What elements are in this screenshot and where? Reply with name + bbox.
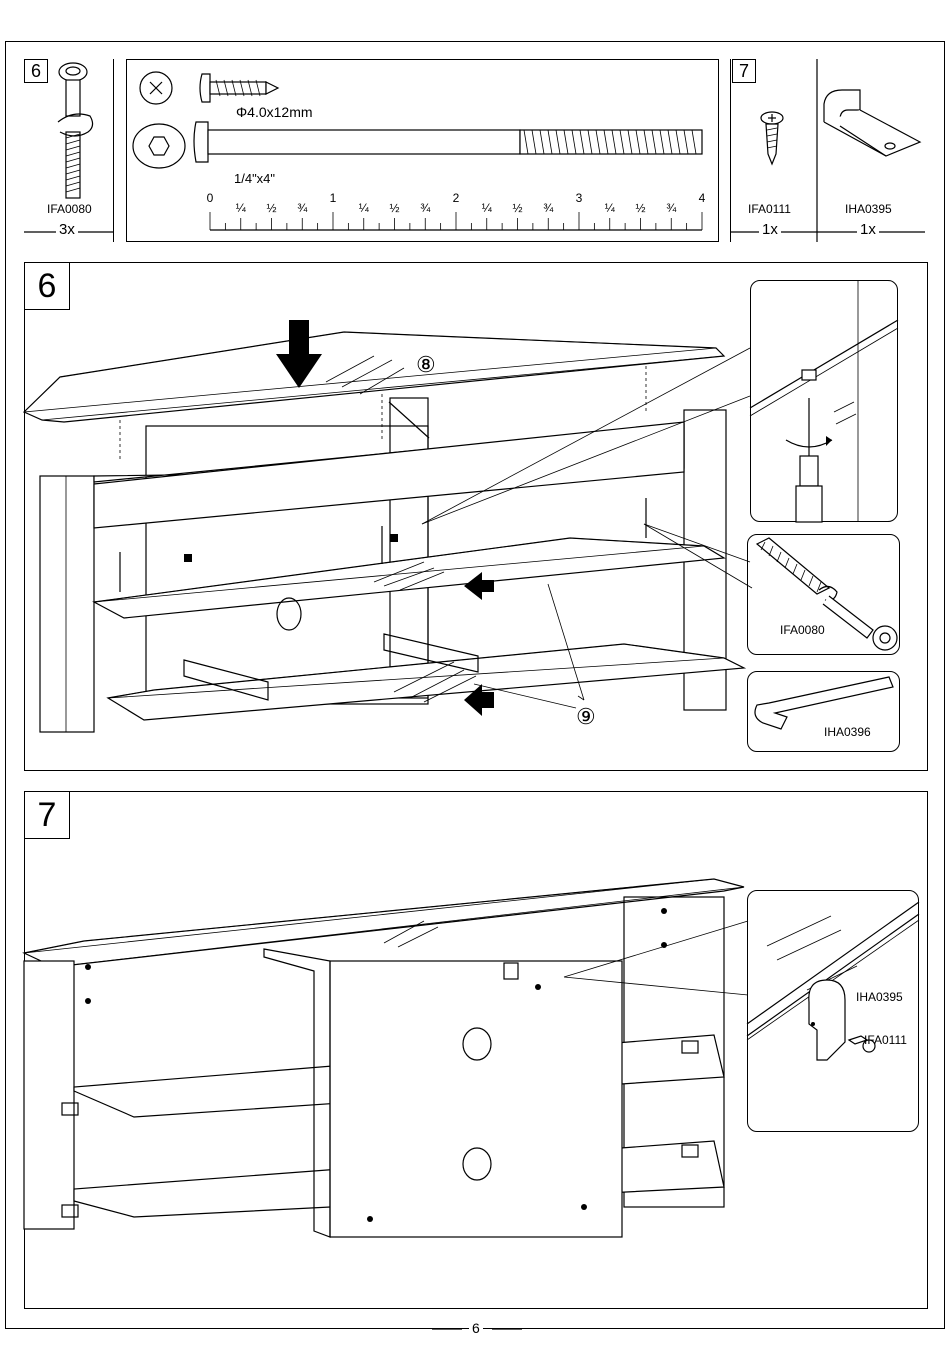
detail-bolt-code: IFA0080: [780, 623, 825, 637]
part-ifa0111-qty: 1x: [759, 221, 781, 238]
detail-screw-code: IFA0111: [864, 1033, 907, 1047]
ruler-inch-label: 3: [576, 191, 583, 205]
callout-9: ⑨: [576, 704, 596, 730]
ruler-fraction-label: ¼: [482, 201, 493, 215]
screw-ifa0111-icon: [758, 110, 786, 166]
ruler-inch-label: 2: [453, 191, 460, 205]
ruler-fraction-label: ½: [266, 201, 276, 215]
part-ifa0080-code: IFA0080: [47, 202, 92, 216]
bolt-ifa0080-icon: [50, 60, 100, 205]
detail-bracket-code: IHA0395: [856, 990, 903, 1004]
ruler-fraction-label: ½: [635, 201, 645, 215]
bolt-size-label: 1/4"x4": [234, 171, 275, 186]
ruler-inch-label: 4: [699, 191, 706, 205]
hex-key-icon: [747, 671, 900, 752]
ruler-fraction-label: ¾: [666, 201, 677, 215]
callout-8: ⑧: [416, 352, 436, 378]
bracket-iha0395-icon: [820, 84, 925, 164]
parts-step7-number: 7: [732, 59, 756, 83]
ruler-fraction-label: ¾: [297, 201, 308, 215]
parts-divider: [816, 59, 818, 242]
ruler-fraction-label: ¼: [236, 201, 247, 215]
part-ifa0111-code: IFA0111: [748, 202, 791, 216]
no-phillips-icon: [138, 70, 174, 106]
part-ifa0080-qty: 3x: [56, 221, 78, 238]
ruler-inch-label: 1: [330, 191, 337, 205]
inch-ruler: 0 ¼ ½ ¾ 1 ¼ ½ ¾ 2 ¼ ½ ¾ 3 ¼ ½ ¾ 4: [206, 190, 706, 235]
ruler-fraction-label: ¾: [543, 201, 554, 215]
ruler-inch-label: 0: [207, 191, 214, 205]
ruler-fraction-label: ½: [389, 201, 399, 215]
parts-step6-number: 6: [24, 59, 48, 83]
part-iha0395-qty: 1x: [857, 221, 879, 238]
bracket-detail-icon: [747, 890, 919, 1132]
detail-key-code: IHA0396: [824, 725, 871, 739]
hex-socket-icon: [130, 122, 188, 170]
part-iha0395-code: IHA0395: [845, 202, 892, 216]
small-screw-icon: [198, 70, 280, 106]
ruler-fraction-label: ¼: [359, 201, 370, 215]
long-bolt-icon: [192, 118, 712, 168]
ruler-fraction-label: ½: [512, 201, 522, 215]
ruler-fraction-label: ¼: [605, 201, 616, 215]
screwdriver-icon: [750, 280, 898, 522]
page-number: 6: [469, 1320, 483, 1336]
ruler-fraction-label: ¾: [420, 201, 431, 215]
